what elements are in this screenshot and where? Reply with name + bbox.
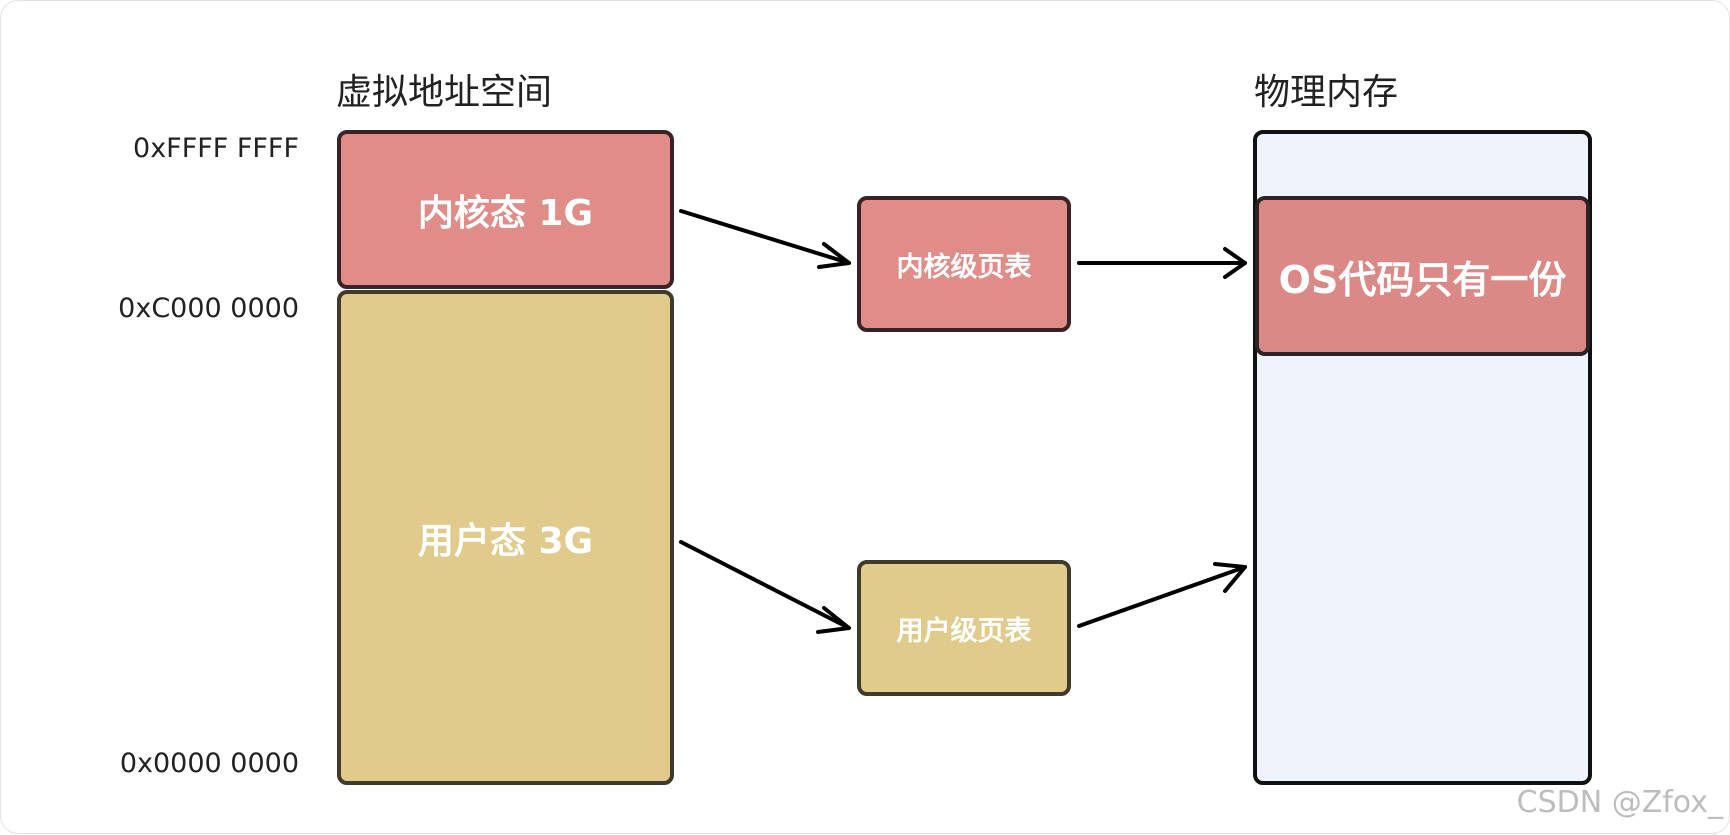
arrow-user-to-table [679, 540, 851, 634]
address-bottom: 0x0000 0000 [119, 748, 299, 779]
address-mid: 0xC000 0000 [118, 293, 299, 324]
kernel-page-table: 内核级页表 [857, 196, 1071, 332]
arrow-kernel-to-table [679, 209, 851, 269]
address-top: 0xFFFF FFFF [133, 133, 299, 164]
kernel-space-block: 内核态 1G [337, 130, 674, 289]
user-page-table: 用户级页表 [857, 560, 1071, 696]
physical-memory-title: 物理内存 [1254, 72, 1399, 113]
arrow-table-to-physical [1077, 562, 1247, 628]
virtual-space-title: 虚拟地址空间 [336, 72, 553, 113]
arrow-table-to-os-code [1077, 247, 1247, 279]
user-space-block: 用户态 3G [337, 290, 674, 785]
csdn-watermark: CSDN @Zfox_ [1516, 785, 1723, 820]
os-code-block: OS代码只有一份 [1255, 196, 1590, 356]
